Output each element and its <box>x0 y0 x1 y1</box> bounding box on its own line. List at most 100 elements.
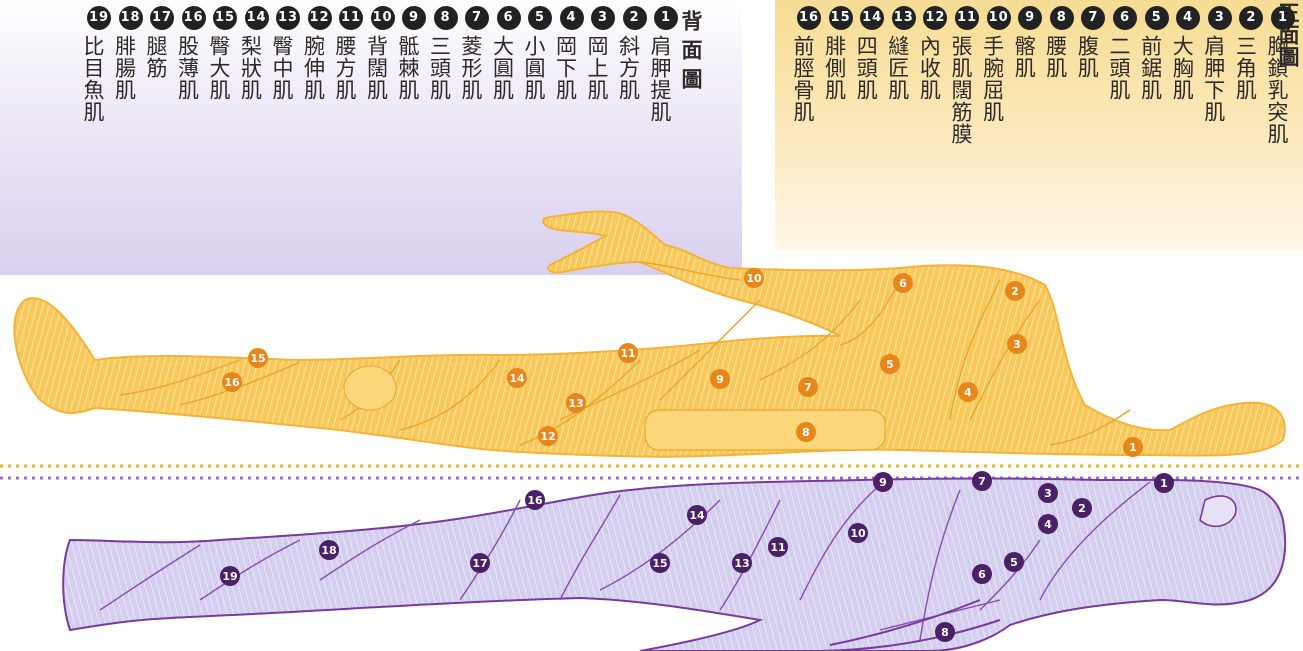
legend-number-badge: 6 <box>497 6 521 30</box>
legend-label: 腿筋 <box>144 35 168 79</box>
legend-label: 比目魚肌 <box>81 35 105 123</box>
back-marker-label-1: 1 <box>1160 477 1168 490</box>
front-marker-label-3: 3 <box>1013 338 1021 351</box>
legend-label: 手腕屈肌 <box>981 35 1005 123</box>
legend-number-badge: 15 <box>213 6 237 30</box>
legend-label: 梨狀肌 <box>239 35 263 101</box>
legend-number-badge: 1 <box>1271 6 1295 30</box>
legend-item: 5前鋸肌 <box>1136 6 1169 101</box>
legend-label: 張肌闊筋膜 <box>949 35 973 145</box>
legend-number-badge: 10 <box>371 6 395 30</box>
front-marker-label-1: 1 <box>1129 441 1137 454</box>
back-marker-label-8: 8 <box>941 626 949 639</box>
legend-number-badge: 13 <box>276 6 300 30</box>
front-marker-label-9: 9 <box>716 373 724 386</box>
legend-number-badge: 16 <box>797 6 821 30</box>
legend-item: 10 背闊肌 <box>362 6 395 101</box>
front-marker-label-14: 14 <box>509 372 525 385</box>
legend-item: 5小圓肌 <box>519 6 552 101</box>
front-marker-label-4: 4 <box>964 386 972 399</box>
back-body-figure <box>63 479 1285 651</box>
back-marker-label-9: 9 <box>879 476 887 489</box>
legend-label: 二頭肌 <box>1107 35 1131 101</box>
front-body-figure <box>14 212 1284 457</box>
legend-number-badge: 13 <box>892 6 916 30</box>
legend-number-badge: 3 <box>1208 6 1232 30</box>
front-psoas-region <box>645 410 885 450</box>
legend-label: 背闊肌 <box>365 35 389 101</box>
legend-number-badge: 14 <box>860 6 884 30</box>
front-marker-label-13: 13 <box>568 397 583 410</box>
legend-item: 14四頭肌 <box>851 6 884 101</box>
legend-number-badge: 9 <box>402 6 426 30</box>
legend-item: 18腓腸肌 <box>110 6 143 101</box>
legend-item: 6 大圓肌 <box>488 6 521 101</box>
legend-item: 4大胸肌 <box>1167 6 1200 101</box>
legend-number-badge: 9 <box>1018 6 1042 30</box>
legend-label: 臀大肌 <box>207 35 231 101</box>
legend-number-badge: 8 <box>1050 6 1074 30</box>
legend-number-badge: 11 <box>955 6 979 30</box>
legend-number-badge: 2 <box>1239 6 1263 30</box>
back-marker-label-6: 6 <box>978 568 986 581</box>
legend-item: 3肩胛下肌 <box>1199 6 1232 123</box>
legend-number-badge: 16 <box>182 6 206 30</box>
legend-label: 斜方肌 <box>617 35 641 101</box>
front-marker-label-6: 6 <box>899 277 907 290</box>
legend-item: 9髂肌 <box>1009 6 1042 79</box>
legend-label: 肩胛提肌 <box>648 35 672 123</box>
legend-label: 腹肌 <box>1075 35 1099 79</box>
legend-item: 2三角肌 <box>1230 6 1263 101</box>
legend-label: 岡上肌 <box>585 35 609 101</box>
legend-item: 15腓側肌 <box>820 6 853 101</box>
legend-item: 3岡上肌 <box>582 6 615 101</box>
front-marker-label-8: 8 <box>802 426 810 439</box>
legend-label: 骶棘肌 <box>396 35 420 101</box>
back-marker-label-15: 15 <box>652 557 667 570</box>
legend-label: 前鋸肌 <box>1139 35 1163 101</box>
front-marker-label-5: 5 <box>886 358 894 371</box>
legend-number-badge: 19 <box>87 6 111 30</box>
legend-label: 三頭肌 <box>428 35 452 101</box>
back-marker-label-17: 17 <box>472 557 487 570</box>
back-ear <box>1200 496 1236 526</box>
legend-item: 1 胸鎖乳突肌 <box>1262 6 1295 145</box>
legend-number-badge: 7 <box>465 6 489 30</box>
legend-label: 臀中肌 <box>270 35 294 101</box>
legend-label: 胸鎖乳突肌 <box>1265 35 1289 145</box>
legend-item: 4岡下肌 <box>551 6 584 101</box>
legend-item: 16股薄肌 <box>173 6 206 101</box>
legend-label: 前脛骨肌 <box>791 35 815 123</box>
legend-label: 菱形肌 <box>459 35 483 101</box>
legend-number-badge: 15 <box>829 6 853 30</box>
back-marker-label-10: 10 <box>850 527 866 540</box>
front-marker-label-12: 12 <box>540 430 555 443</box>
legend-item: 9 骶棘肌 <box>393 6 426 101</box>
legend-label: 縫匠肌 <box>886 35 910 101</box>
legend-label: 岡下肌 <box>554 35 578 101</box>
legend-item: 19 比目魚肌 <box>78 6 111 123</box>
back-legend-title: 背面圖 <box>676 10 706 97</box>
legend-number-badge: 7 <box>1081 6 1105 30</box>
front-marker-label-11: 11 <box>620 347 635 360</box>
legend-item: 13 臀中肌 <box>267 6 300 101</box>
legend-item: 11腰方肌 <box>330 6 363 101</box>
legend-number-badge: 12 <box>923 6 947 30</box>
back-marker-label-14: 14 <box>689 509 705 522</box>
legend-number-badge: 14 <box>245 6 269 30</box>
legend-item: 17 腿筋 <box>141 6 174 79</box>
legend-label: 腰肌 <box>1044 35 1068 79</box>
legend-item: 1肩胛提肌 <box>645 6 678 123</box>
back-marker-label-16: 16 <box>527 494 543 507</box>
legend-label: 大圓肌 <box>491 35 515 101</box>
front-marker-label-10: 10 <box>746 272 762 285</box>
legend-number-badge: 6 <box>1113 6 1137 30</box>
legend-item: 15 臀大肌 <box>204 6 237 101</box>
legend-item: 6 二頭肌 <box>1104 6 1137 101</box>
legend-item: 12腕伸肌 <box>299 6 332 101</box>
legend-number-badge: 17 <box>150 6 174 30</box>
legend-number-badge: 8 <box>434 6 458 30</box>
legend-item: 11 張肌闊筋膜 <box>946 6 979 145</box>
legend-item: 16 前脛骨肌 <box>788 6 821 123</box>
legend-number-badge: 5 <box>528 6 552 30</box>
